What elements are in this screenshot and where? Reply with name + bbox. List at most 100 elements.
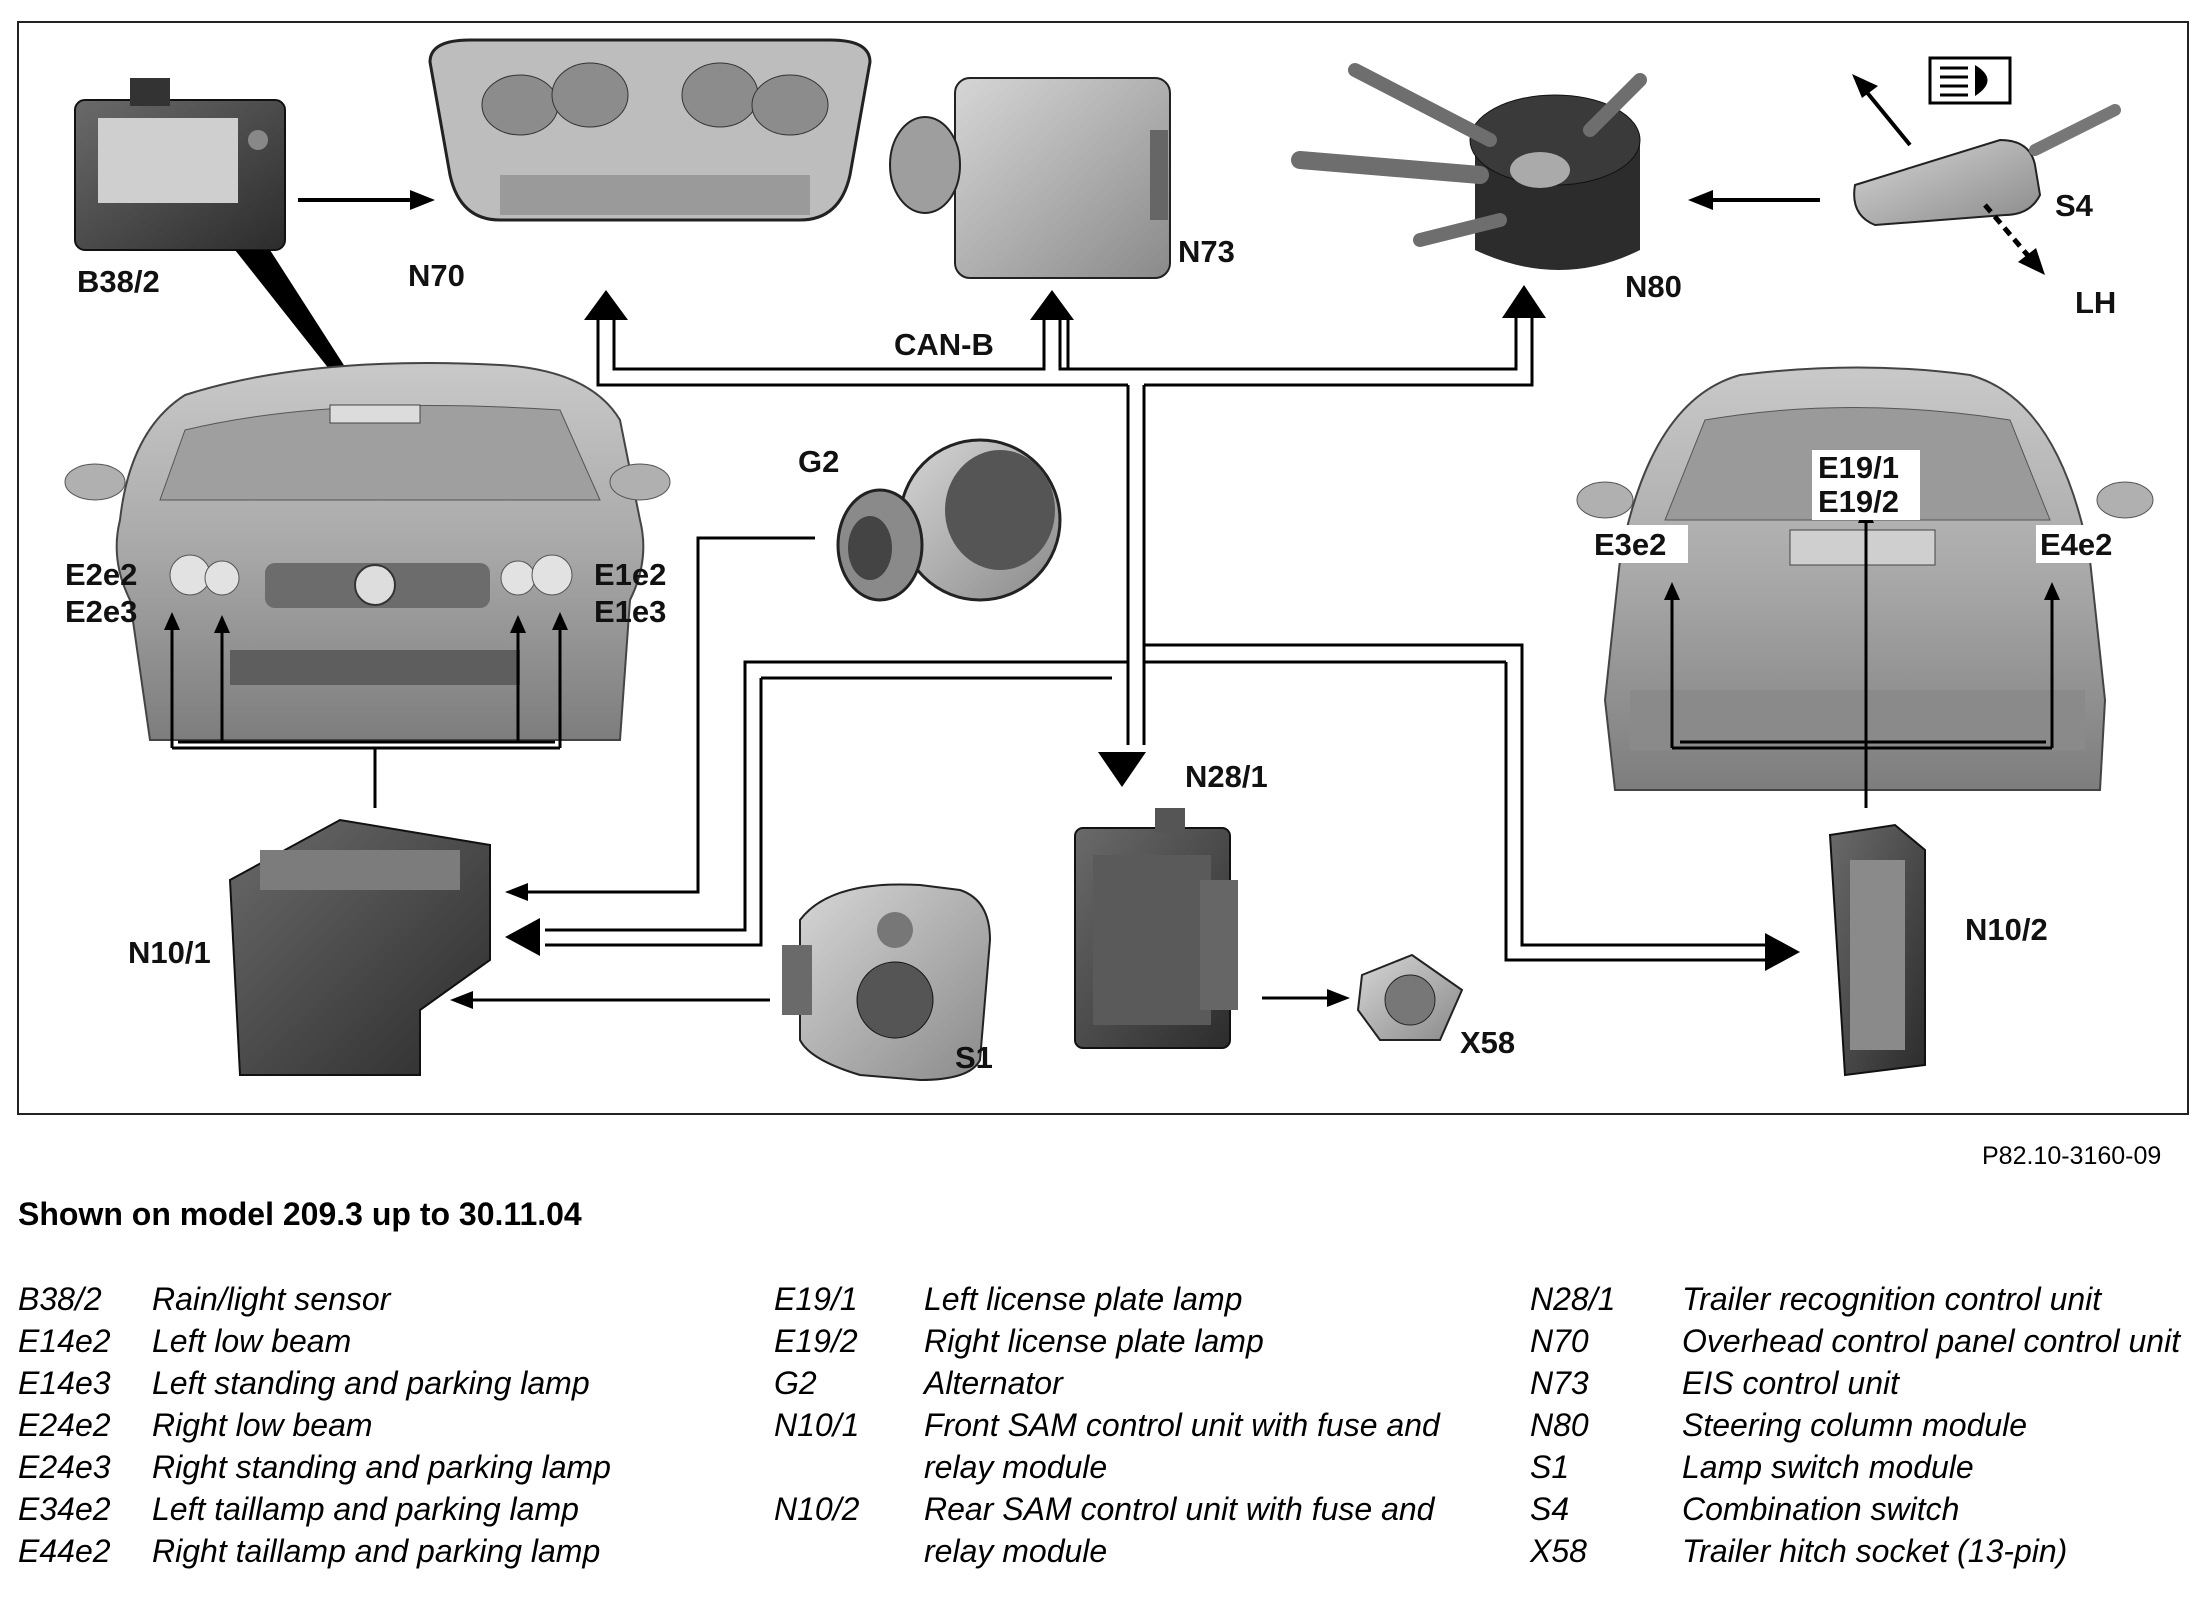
legend-code: E34e2 [18, 1491, 111, 1527]
label-e19-1: E19/1 [1818, 450, 1899, 485]
wiring-diagram: B38/2 N70 N73 N80 S4 LH CAN-B G2 E2e2 E2… [17, 21, 2189, 1115]
label-g2: G2 [798, 444, 839, 479]
label-e2e3: E2e3 [65, 594, 137, 629]
combination-switch-image [1853, 104, 2121, 227]
steering-column-module-image [1291, 63, 1647, 270]
legend-code: N80 [1530, 1407, 1589, 1443]
label-s1: S1 [955, 1040, 993, 1075]
label-x58: X58 [1460, 1025, 1515, 1060]
label-b38-2: B38/2 [77, 264, 160, 299]
label-n10-1: N10/1 [128, 935, 211, 970]
legend-item: N70 Overhead control panel control unit [1530, 1320, 2182, 1362]
n73-arrow [1030, 290, 1074, 320]
legend-description: Right license plate lamp [924, 1323, 1264, 1359]
legend-description: Left low beam [152, 1323, 352, 1359]
figure-reference: P82.10-3160-09 [1982, 1142, 2162, 1170]
trailer-hitch-socket-image [1356, 953, 1464, 1041]
trailer-recognition-unit-image [1074, 808, 1238, 1049]
legend-description: EIS control unit [1682, 1365, 1899, 1401]
legend-description: Alternator [924, 1365, 1063, 1401]
legend-code: B38/2 [18, 1281, 102, 1317]
legend-code: E24e3 [18, 1449, 111, 1485]
legend-description: Combination switch [1682, 1491, 1960, 1527]
legend-item: N10/1 Front SAM control unit with fuse an… [774, 1404, 1454, 1488]
legend-item: E24e2 Right low beam [18, 1404, 752, 1446]
label-s4: S4 [2055, 188, 2094, 223]
front-sam-unit-image [228, 818, 491, 1076]
front-lamp-feeds [170, 625, 562, 808]
legend-description: Right taillamp and parking lamp [152, 1533, 601, 1569]
legend-code: N28/1 [1530, 1281, 1616, 1317]
label-n73: N73 [1178, 234, 1235, 269]
legend-item: N73 EIS control unit [1530, 1362, 2182, 1404]
legend-item: S4 Combination switch [1530, 1488, 2182, 1530]
legend-description: Trailer recognition control unit [1682, 1281, 2102, 1317]
legend-code: G2 [774, 1365, 817, 1401]
legend-code: S4 [1530, 1491, 1570, 1527]
legend-description: Right standing and parking lamp [152, 1449, 611, 1485]
legend-description: Left license plate lamp [924, 1281, 1243, 1317]
legend-code: N73 [1530, 1365, 1589, 1401]
legend-item: S1 Lamp switch module [1530, 1446, 2182, 1488]
rear-lamp-feeds [1670, 518, 2054, 808]
label-e1e3: E1e3 [594, 594, 666, 629]
legend-description: Left taillamp and parking lamp [152, 1491, 579, 1527]
legend-description: Left standing and parking lamp [152, 1365, 590, 1401]
label-can-b: CAN-B [894, 327, 994, 362]
overhead-control-panel-image [428, 38, 872, 222]
legend-code: N10/1 [774, 1407, 860, 1443]
g2-to-n10-1-line [525, 536, 815, 894]
label-e1e2: E1e2 [594, 557, 666, 592]
alternator-image [836, 438, 1062, 602]
n80-arrow [1502, 285, 1546, 318]
legend-description: Front SAM control unit with fuse and rel… [924, 1407, 1440, 1485]
diagram-caption: Shown on model 209.3 up to 30.11.04 [18, 1196, 582, 1232]
label-n70: N70 [408, 258, 465, 293]
legend-item: N80 Steering column module [1530, 1404, 2182, 1446]
legend-description: Lamp switch module [1682, 1449, 1974, 1485]
legend-code: E19/2 [774, 1323, 858, 1359]
n28-arrow [1098, 752, 1146, 787]
legend-code: N10/2 [774, 1491, 860, 1527]
n10-2-arrow [1765, 933, 1800, 971]
legend-item: E24e3 Right standing and parking lamp [18, 1446, 752, 1488]
front-car-image [64, 362, 671, 741]
label-e4e2: E4e2 [2040, 527, 2112, 562]
legend-code: E24e2 [18, 1407, 111, 1443]
legend-item: N28/1 Trailer recognition control unit [1530, 1278, 2182, 1320]
legend-item: E14e2 Left low beam [18, 1320, 752, 1362]
s4-down-arrow [1983, 203, 2032, 260]
legend-item: B38/2 Rain/light sensor [18, 1278, 752, 1320]
legend-description: Overhead control panel control unit [1682, 1323, 2181, 1359]
n10-1-arrow-2 [505, 918, 540, 956]
legend-item: E44e2 Right taillamp and parking lamp [18, 1530, 752, 1572]
legend-code: S1 [1530, 1449, 1570, 1485]
label-e3e2: E3e2 [1594, 527, 1666, 562]
label-lh: LH [2075, 285, 2116, 320]
legend-description: Steering column module [1682, 1407, 2028, 1443]
legend-description: Rain/light sensor [152, 1281, 391, 1317]
label-n28-1: N28/1 [1185, 759, 1268, 794]
s4-up-arrow [1863, 88, 1912, 147]
label-n10-2: N10/2 [1965, 912, 2048, 947]
legend-code: E44e2 [18, 1533, 111, 1569]
label-e2e2: E2e2 [65, 557, 137, 592]
legend-code: X58 [1530, 1533, 1587, 1569]
legend-item: G2 Alternator [774, 1362, 1454, 1404]
headlight-icon [1928, 56, 2012, 105]
eis-control-unit-image [889, 77, 1171, 279]
n70-arrow [584, 290, 628, 320]
label-n80: N80 [1625, 269, 1682, 304]
rear-sam-unit-image [1828, 823, 1926, 1077]
legend-code: E14e3 [18, 1365, 111, 1401]
legend-code: N70 [1530, 1323, 1589, 1359]
can-b-bus [545, 318, 1768, 962]
legend-description: Right low beam [152, 1407, 373, 1443]
legend-code: E14e2 [18, 1323, 111, 1359]
